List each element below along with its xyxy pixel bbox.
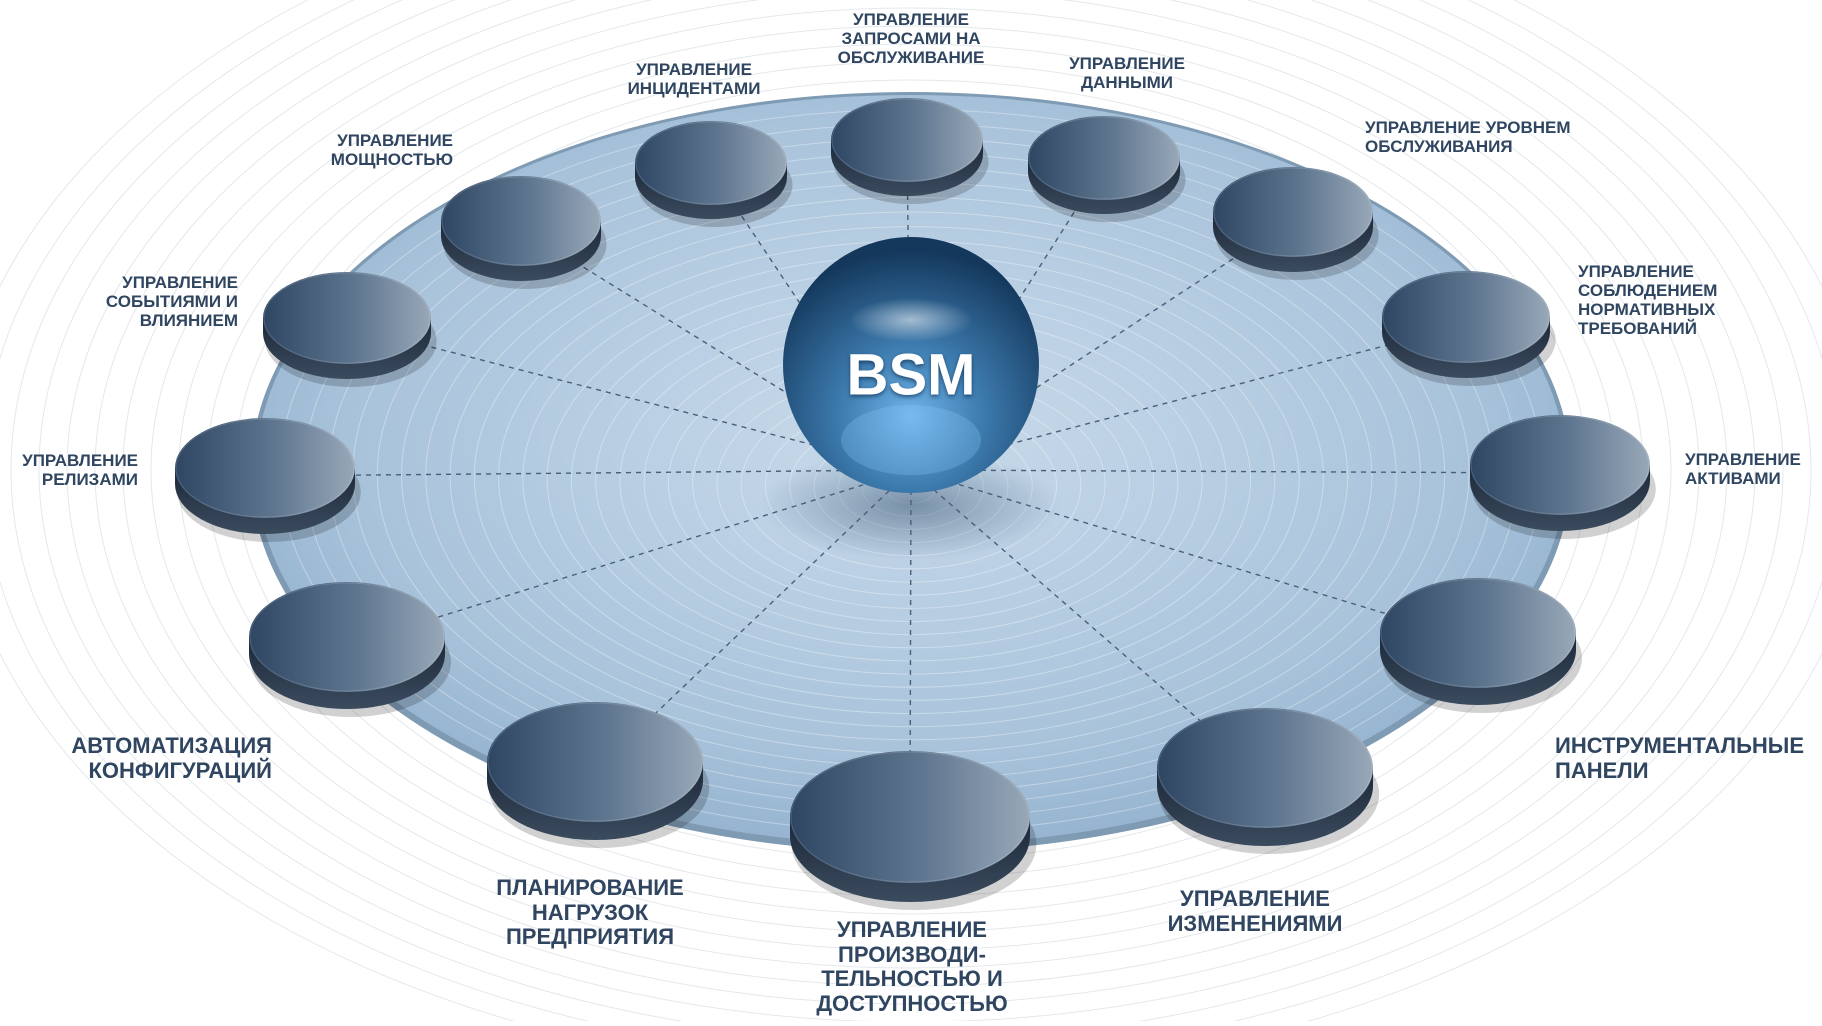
node-disk-sla bbox=[1213, 167, 1379, 280]
node-disk-releases bbox=[175, 418, 361, 542]
label-capacity: УПРАВЛЕНИЕ МОЩНОСТЬЮ bbox=[330, 131, 453, 170]
node-disk-assets bbox=[1470, 415, 1656, 539]
spoke-line bbox=[910, 218, 1294, 471]
label-requests: УПРАВЛЕНИЕ ЗАПРОСАМИ НА ОБСЛУЖИВАНИЕ bbox=[837, 10, 985, 68]
label-assets: УПРАВЛЕНИЕ АКТИВАМИ bbox=[1685, 450, 1801, 489]
node-disk-dashboards bbox=[1380, 578, 1582, 713]
label-compliance: УПРАВЛЕНИЕ СОБЛЮДЕНИЕМ НОРМАТИВНЫХ ТРЕБО… bbox=[1578, 262, 1718, 339]
label-config-automation: АВТОМАТИЗАЦИЯ КОНФИГУРАЦИЙ bbox=[71, 733, 272, 783]
label-releases: УПРАВЛЕНИЕ РЕЛИЗАМИ bbox=[22, 451, 138, 490]
sphere-glow bbox=[841, 405, 981, 475]
label-events: УПРАВЛЕНИЕ СОБЫТИЯМИ И ВЛИЯНИЕМ bbox=[105, 273, 238, 331]
node-disk-requests bbox=[831, 98, 989, 204]
spoke-line bbox=[910, 469, 1561, 474]
label-performance: УПРАВЛЕНИЕ ПРОИЗВОДИ- ТЕЛЬНОСТЬЮ И ДОСТУ… bbox=[816, 917, 1008, 1016]
spoke-line bbox=[346, 324, 912, 471]
label-capacity-planning: ПЛАНИРОВАНИЕ НАГРУЗОК ПРЕДПРИЯТИЯ bbox=[496, 875, 684, 950]
node-disk-changes bbox=[1157, 708, 1380, 854]
node-disk-capacity bbox=[441, 176, 607, 289]
platform-ring bbox=[449, 211, 1373, 741]
bg-ring bbox=[150, 0, 1672, 951]
sphere-highlight bbox=[849, 298, 973, 342]
label-dashboards: ИНСТРУМЕНТАЛЬНЫЕ ПАНЕЛИ bbox=[1555, 733, 1804, 783]
center-sphere bbox=[783, 237, 1039, 493]
platform-ring bbox=[473, 226, 1349, 728]
node-disk-compliance bbox=[1382, 271, 1556, 386]
node-disk-data bbox=[1028, 116, 1186, 222]
label-sla: УПРАВЛЕНИЕ УРОВНЕМ ОБСЛУЖИВАНИЯ bbox=[1365, 118, 1571, 157]
node-disk-config-automation bbox=[249, 582, 451, 717]
label-changes: УПРАВЛЕНИЕ ИЗМЕНЕНИЯМИ bbox=[1167, 886, 1343, 936]
node-disks bbox=[175, 98, 1656, 910]
bg-ring bbox=[66, 0, 1756, 1005]
spoke-line bbox=[346, 469, 912, 647]
bg-ring bbox=[10, 0, 1812, 1026]
spoke-line bbox=[264, 469, 912, 477]
spoke-line bbox=[520, 227, 912, 471]
label-data: УПРАВЛЕНИЕ ДАННЫМИ bbox=[1069, 54, 1185, 93]
node-disk-performance bbox=[790, 751, 1037, 910]
label-incidents: УПРАВЛЕНИЕ ИНЦИДЕНТАМИ bbox=[627, 60, 761, 99]
sphere-body bbox=[783, 237, 1039, 493]
bg-ring bbox=[122, 0, 1700, 969]
node-disk-incidents bbox=[635, 121, 793, 227]
node-disk-capacity-planning bbox=[487, 702, 710, 848]
bg-ring bbox=[94, 0, 1728, 987]
center-label: BSM bbox=[846, 342, 976, 408]
node-disk-events bbox=[263, 272, 437, 387]
spoke-line bbox=[910, 469, 1479, 643]
